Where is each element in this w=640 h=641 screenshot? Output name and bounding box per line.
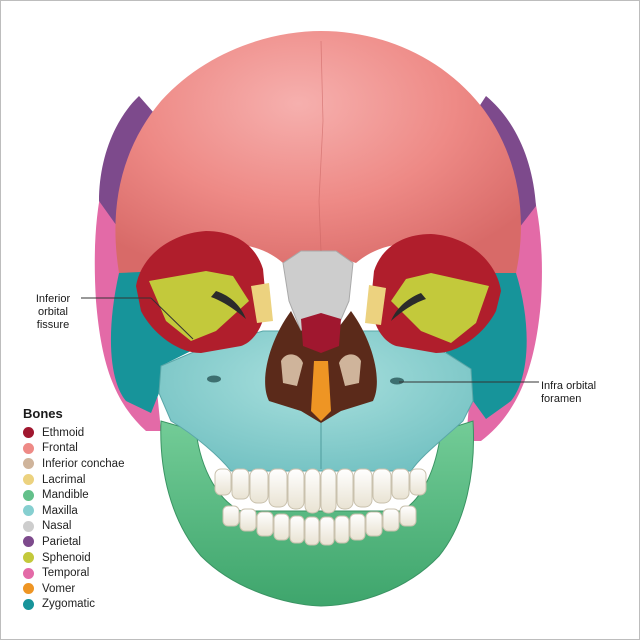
legend-swatch xyxy=(23,474,34,486)
legend-item-nasal: Nasal xyxy=(23,519,173,535)
legend-swatch xyxy=(23,520,34,532)
legend-label: Frontal xyxy=(42,442,78,455)
callout-inferior-orbital-fissure: Inferior orbital fissure xyxy=(25,293,81,332)
legend-swatch xyxy=(23,458,34,470)
upper-teeth xyxy=(214,468,427,514)
orbital-fissure-left xyxy=(211,291,246,319)
legend-item-parietal: Parietal xyxy=(23,534,173,550)
lower-teeth xyxy=(222,505,417,546)
vomer-bone xyxy=(311,361,331,421)
legend-item-sphenoid: Sphenoid xyxy=(23,550,173,566)
infraorbital-foramen-left xyxy=(207,375,221,383)
frontal-suture xyxy=(318,40,324,252)
legend-label: Ethmoid xyxy=(42,426,85,439)
nasal-bone xyxy=(282,250,354,332)
inferior-concha-left xyxy=(281,354,303,386)
legend-item-maxilla: Maxilla xyxy=(23,503,173,519)
lacrimal-right xyxy=(365,285,386,325)
ethmoid-region xyxy=(301,313,341,353)
orbital-fissure-right xyxy=(391,293,426,321)
legend-label: Mandible xyxy=(42,489,89,502)
legend-label: Nasal xyxy=(42,520,72,533)
legend-swatch xyxy=(23,598,34,610)
legend-label: Zygomatic xyxy=(42,598,96,611)
sphenoid-right xyxy=(391,273,489,343)
legend-item-frontal: Frontal xyxy=(23,441,173,457)
lacrimal-left xyxy=(251,283,273,323)
legend-label: Temporal xyxy=(42,567,90,580)
legend-item-zygomatic: Zygomatic xyxy=(23,597,173,613)
legend-label: Vomer xyxy=(42,582,76,595)
legend-label: Lacrimal xyxy=(42,473,86,486)
legend-swatch xyxy=(23,505,34,517)
legend-label: Maxilla xyxy=(42,504,78,517)
legend-item-vomer: Vomer xyxy=(23,581,173,597)
legend-swatch xyxy=(23,583,34,595)
callout-line: orbital xyxy=(38,306,68,318)
callout-line: foramen xyxy=(541,393,582,405)
callout-infra-orbital-foramen: Infra orbital foramen xyxy=(541,380,621,406)
legend-item-mandible: Mandible xyxy=(23,487,173,503)
legend-swatch xyxy=(23,427,34,439)
sphenoid-left xyxy=(149,271,249,341)
callout-line: Inferior xyxy=(35,293,71,305)
legend-item-temporal: Temporal xyxy=(23,565,173,581)
legend-label: Sphenoid xyxy=(42,551,91,564)
callout-line: Infra orbital xyxy=(541,380,597,392)
legend-item-ethmoid: Ethmoid xyxy=(23,425,173,441)
legend-item-inferior-conchae: Inferior conchae xyxy=(23,456,173,472)
legend-label: Parietal xyxy=(42,535,81,548)
inferior-concha-right xyxy=(339,354,361,386)
legend-label: Inferior conchae xyxy=(42,457,125,470)
legend-swatch xyxy=(23,567,34,579)
frontal-bone xyxy=(115,31,521,291)
legend-swatch xyxy=(23,536,34,548)
leader-line-orbital-fissure-2 xyxy=(150,297,194,340)
legend-swatch xyxy=(23,442,34,454)
legend-swatch xyxy=(23,552,34,564)
legend-item-lacrimal: Lacrimal xyxy=(23,472,173,488)
legend-title: Bones xyxy=(23,406,63,421)
infraorbital-foramen-right xyxy=(390,377,404,385)
legend-swatch xyxy=(23,489,34,501)
callout-line: fissure xyxy=(36,319,70,331)
